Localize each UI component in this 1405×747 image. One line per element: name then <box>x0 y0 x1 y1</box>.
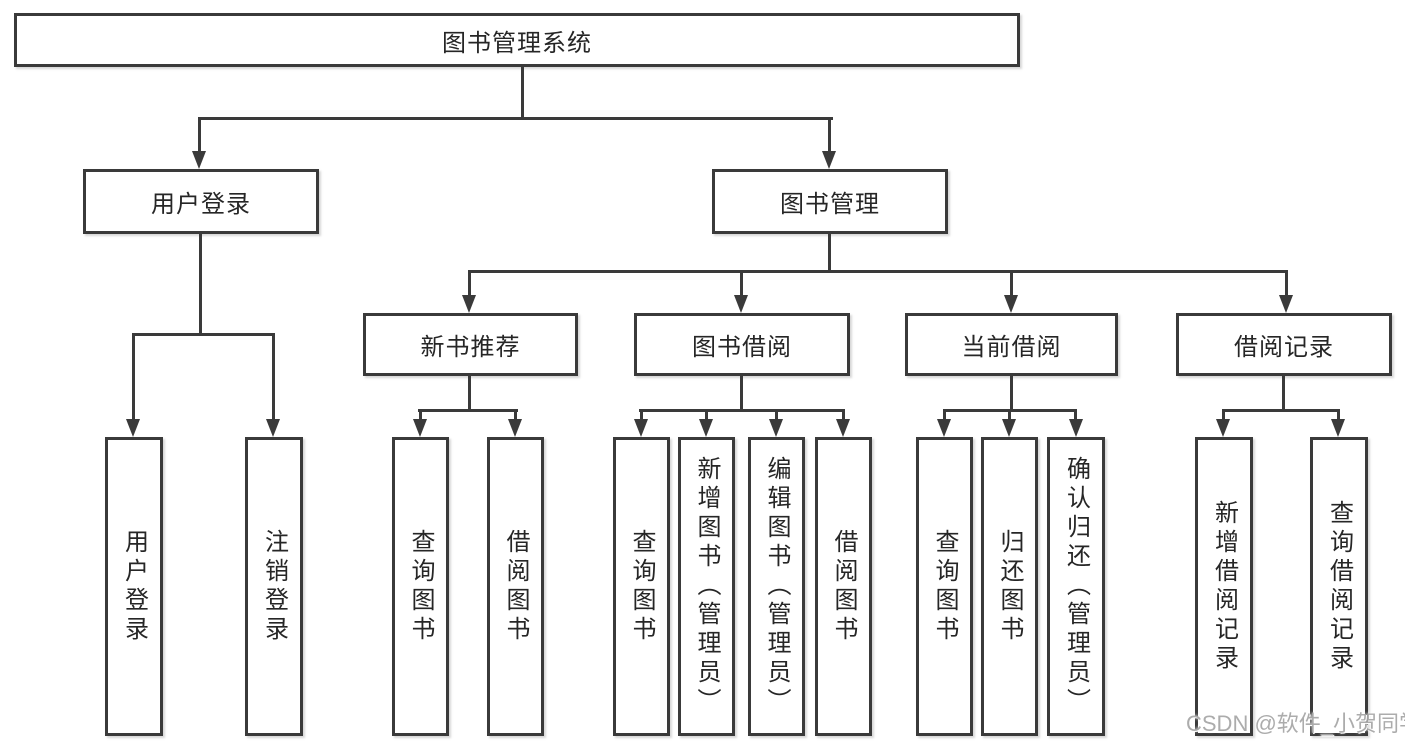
edge-drop-br-query <box>1337 409 1340 421</box>
node-cb-return-books: 归还图书 <box>981 437 1038 736</box>
edge-drop-borrowing-records <box>1285 270 1288 297</box>
node-bb-query-books: 查询图书 <box>613 437 670 736</box>
edge-drop-bb-edit <box>775 409 778 421</box>
arrow-into-current-borrowing <box>1004 295 1018 313</box>
edge-drop-user-login <box>198 117 201 153</box>
node-bb-borrow-books: 借阅图书 <box>815 437 872 736</box>
arrow-into-bb-query <box>634 419 648 437</box>
arrow-into-br-query <box>1331 419 1345 437</box>
edge-book-borrowing-stem <box>740 374 743 411</box>
arrow-into-bb-borrow <box>836 419 850 437</box>
node-new-book-recommend: 新书推荐 <box>363 313 578 376</box>
edge-drop-nbr-borrow <box>514 409 517 421</box>
arrow-into-logout <box>266 419 280 437</box>
node-br-add-record: 新增借阅记录 <box>1195 437 1253 736</box>
arrow-into-nbr-query <box>413 419 427 437</box>
edge-drop-bb-query <box>640 409 643 421</box>
edge-current-borrowing-stem <box>1010 374 1013 411</box>
arrow-into-book-borrowing <box>734 295 748 313</box>
edge-level2-bus <box>198 117 833 120</box>
arrow-into-borrowing-records <box>1279 295 1293 313</box>
node-logout: 注销登录 <box>245 437 303 736</box>
edge-borrowing-records-stem <box>1282 374 1285 411</box>
node-nbr-query-books: 查询图书 <box>392 437 449 736</box>
node-bb-edit-books: 编辑图书（管理员） <box>748 437 805 736</box>
node-login: 用户登录 <box>105 437 163 736</box>
node-book-borrowing: 图书借阅 <box>634 313 850 376</box>
edge-drop-logout <box>272 333 275 421</box>
edge-drop-br-add <box>1222 409 1225 421</box>
arrow-into-login <box>126 419 140 437</box>
edge-level3-bus <box>468 270 1288 273</box>
edge-drop-cb-confirm <box>1074 409 1077 421</box>
edge-book-management-stem <box>828 233 831 272</box>
node-user-login: 用户登录 <box>83 169 319 234</box>
node-nbr-borrow-books: 借阅图书 <box>487 437 544 736</box>
edge-drop-new-book-recommend <box>468 270 471 297</box>
edge-new-book-stem <box>468 374 471 411</box>
node-bb-add-books: 新增图书（管理员） <box>678 437 735 736</box>
node-cb-confirm-return: 确认归还（管理员） <box>1047 437 1105 736</box>
edge-user-login-stem <box>199 233 202 335</box>
edge-borrowing-records-bus <box>1222 409 1340 412</box>
node-borrowing-records: 借阅记录 <box>1176 313 1392 376</box>
arrow-into-cb-return <box>1002 419 1016 437</box>
edge-drop-nbr-query <box>419 409 422 421</box>
node-cb-query-books: 查询图书 <box>916 437 973 736</box>
arrow-into-cb-confirm <box>1069 419 1083 437</box>
edge-drop-cb-query <box>943 409 946 421</box>
edge-login-bus <box>132 333 275 336</box>
edge-root-stem <box>521 66 524 118</box>
edge-drop-bb-add <box>705 409 708 421</box>
node-current-borrowing: 当前借阅 <box>905 313 1118 376</box>
node-book-management: 图书管理 <box>712 169 948 234</box>
edge-drop-cb-return <box>1008 409 1011 421</box>
arrow-into-user-login <box>192 151 206 169</box>
node-root: 图书管理系统 <box>14 13 1020 67</box>
node-br-query-record: 查询借阅记录 <box>1310 437 1368 736</box>
arrow-into-bb-edit <box>769 419 783 437</box>
arrow-into-nbr-borrow <box>508 419 522 437</box>
arrow-into-cb-query <box>937 419 951 437</box>
edge-drop-current-borrowing <box>1010 270 1013 297</box>
arrow-into-br-add <box>1216 419 1230 437</box>
arrow-into-book-management <box>822 151 836 169</box>
csdn-watermark: CSDN @软件_小贺同学 <box>1186 711 1405 736</box>
edge-drop-bb-borrow <box>842 409 845 421</box>
edge-drop-book-borrowing <box>740 270 743 297</box>
edge-new-book-bus <box>418 409 518 412</box>
arrow-into-new-book-recommend <box>462 295 476 313</box>
edge-drop-book-management <box>828 117 831 153</box>
edge-drop-login <box>132 333 135 421</box>
arrow-into-bb-add <box>699 419 713 437</box>
edge-book-borrowing-bus <box>639 409 845 412</box>
